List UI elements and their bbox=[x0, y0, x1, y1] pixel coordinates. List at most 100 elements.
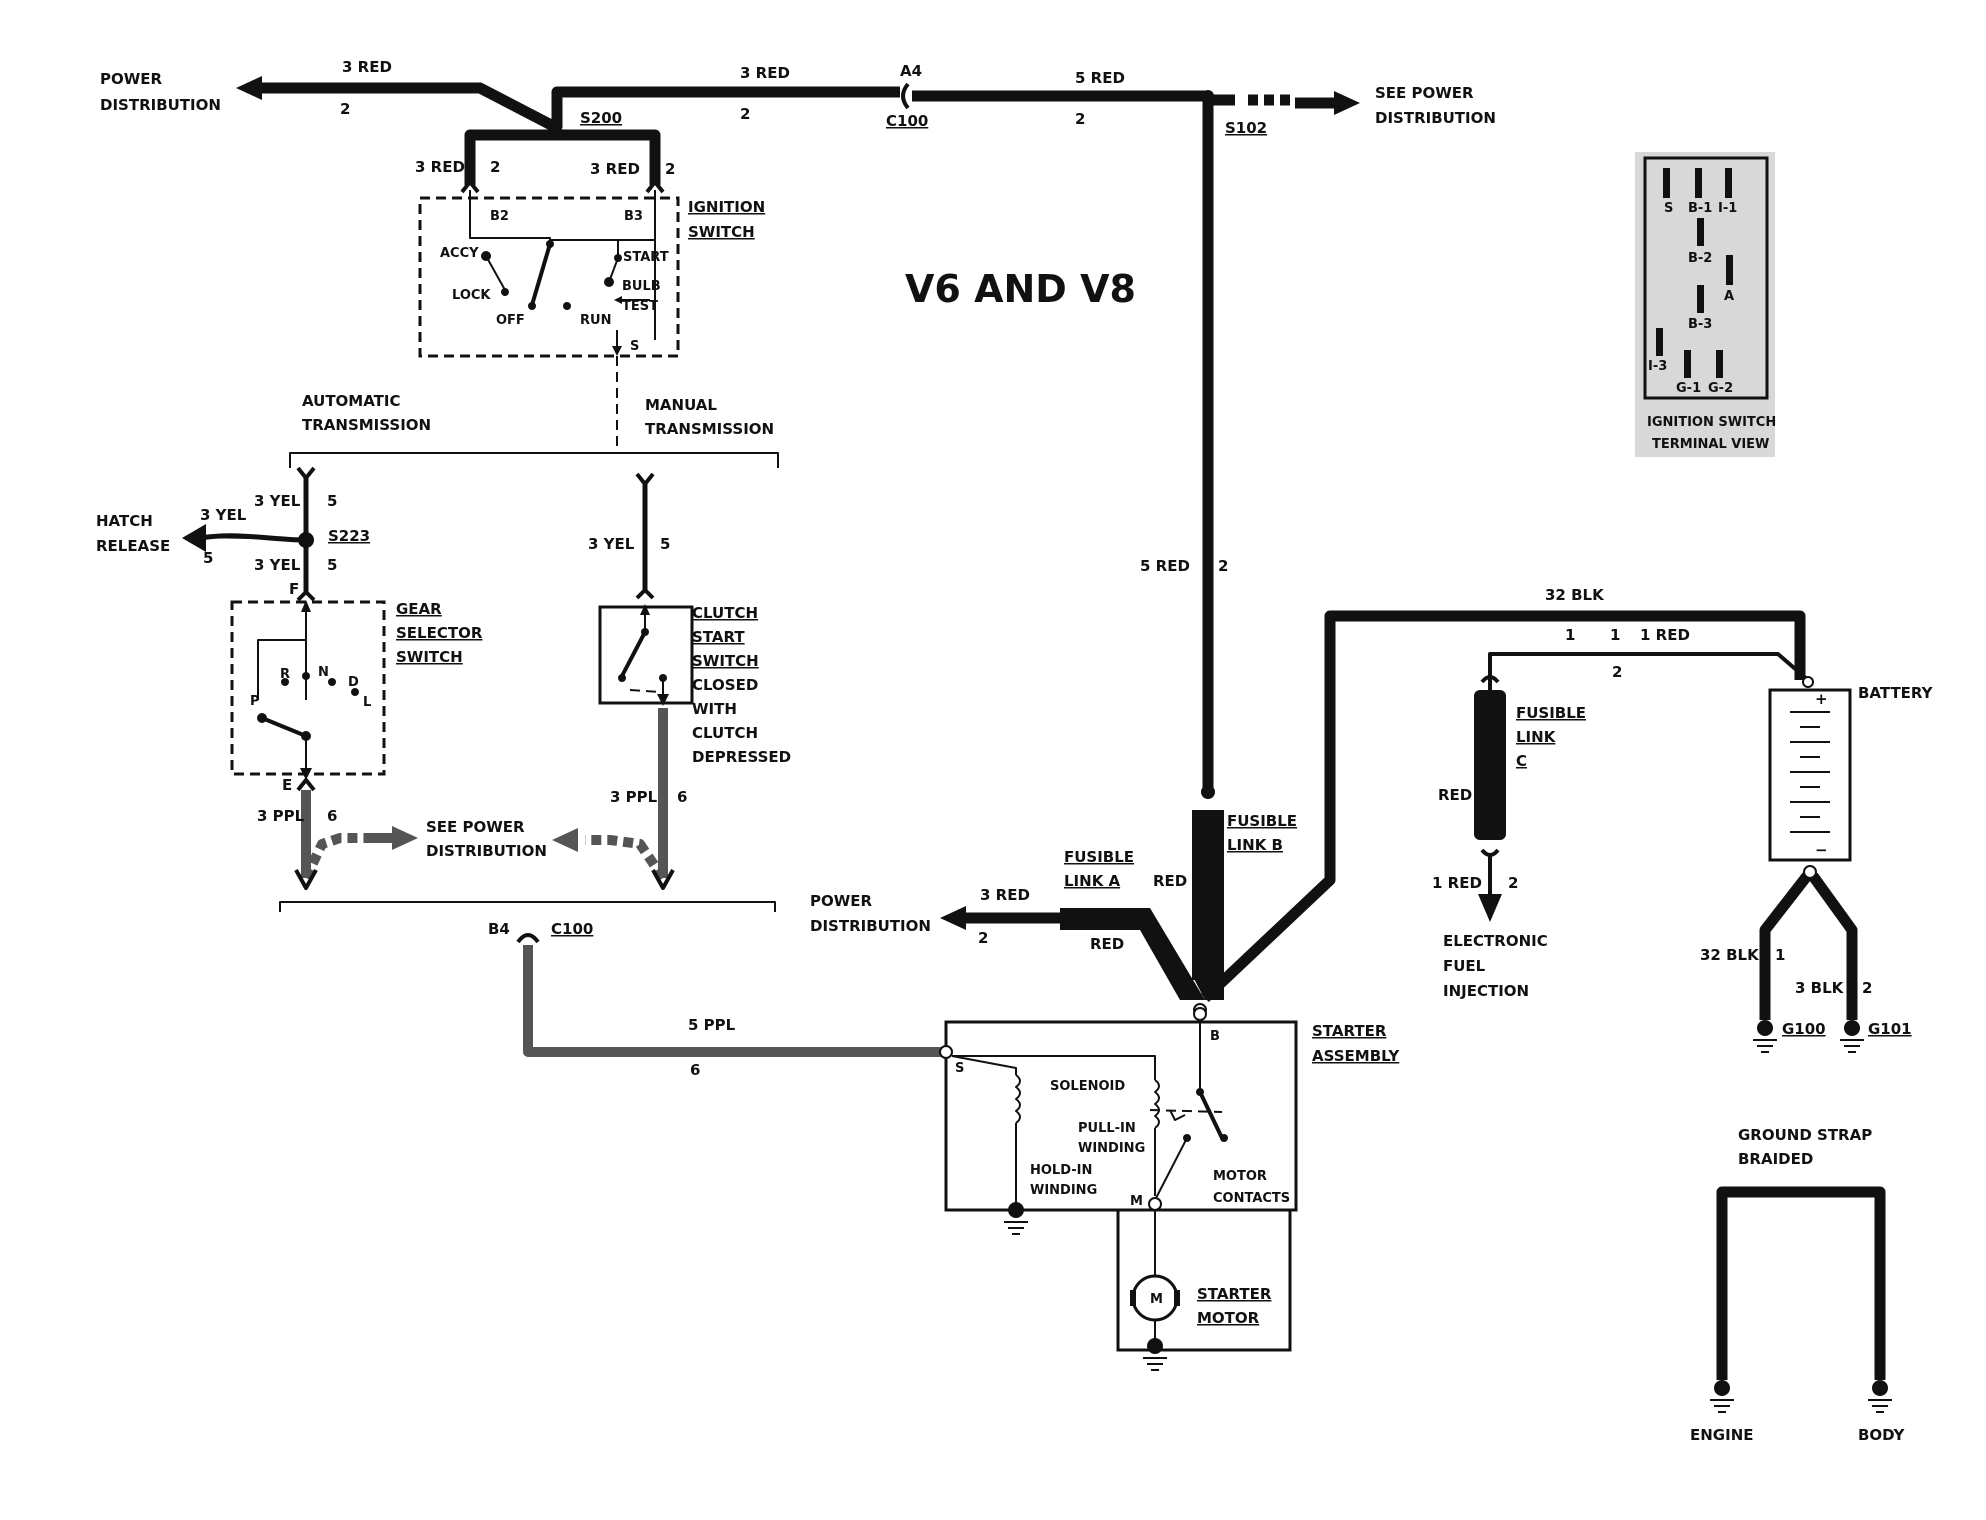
switch-bulb: BULB bbox=[622, 279, 661, 294]
starter-terminal-s: S bbox=[955, 1061, 964, 1076]
wire-w19-label: 3 BLK bbox=[1795, 979, 1845, 997]
switch-s: S bbox=[630, 339, 639, 354]
wire-w11-circuit: 6 bbox=[327, 807, 337, 825]
terminal-i1: I-1 bbox=[1718, 201, 1737, 216]
wire-w7-circuit: 5 bbox=[327, 492, 337, 510]
wire-w10-label: 3 YEL bbox=[588, 535, 635, 553]
ignition-switch-label-2: SWITCH bbox=[688, 223, 755, 241]
starter-terminal-b: B bbox=[1210, 1029, 1220, 1044]
wire-w15-circuit: 1 bbox=[1565, 626, 1575, 644]
wire-w4-circuit: 2 bbox=[490, 158, 500, 176]
ppl-wires bbox=[294, 708, 675, 890]
switch-b3: B3 bbox=[624, 209, 643, 224]
gear-pos-l: L bbox=[363, 695, 371, 710]
switch-lock: LOCK bbox=[452, 288, 491, 303]
wire-w3-circuit: 2 bbox=[1075, 110, 1085, 128]
splice-s223-label: S223 bbox=[328, 527, 370, 545]
battery-positive-terminal-icon bbox=[1802, 676, 1814, 688]
hold-in-winding-icon bbox=[1015, 1074, 1021, 1124]
transmission-merge-bracket bbox=[279, 901, 776, 912]
ignition-rotor bbox=[530, 243, 552, 306]
terminal-g2: G-2 bbox=[1708, 381, 1733, 396]
solenoid-label: SOLENOID bbox=[1050, 1079, 1125, 1094]
hatch-release-arrow-icon bbox=[182, 524, 206, 552]
gear-selector-line1: GEAR bbox=[396, 600, 442, 618]
switch-test: TEST bbox=[622, 299, 658, 314]
arrow-left-icon bbox=[552, 828, 578, 852]
wire-32-blk-battery-to-starter bbox=[1201, 610, 1806, 1002]
ignition-switch-terminal-view bbox=[1635, 152, 1775, 457]
wire-w14-circuit: 2 bbox=[978, 929, 988, 947]
wire-w15-label: 32 BLK bbox=[1545, 586, 1605, 604]
wire-w12-label: 3 PPL bbox=[610, 788, 658, 806]
power-dist-left-line2: DISTRIBUTION bbox=[100, 96, 221, 114]
ground-icon bbox=[1143, 1357, 1167, 1371]
c100-b4-connector-icon bbox=[516, 933, 540, 944]
switch-run: RUN bbox=[580, 313, 611, 328]
switch-b2: B2 bbox=[490, 209, 509, 224]
wire-w16-circuit-c: 2 bbox=[1612, 663, 1622, 681]
hatch-release-line2: RELEASE bbox=[96, 537, 170, 555]
starter-motor-line1: STARTER bbox=[1197, 1285, 1272, 1303]
battery-label: BATTERY bbox=[1858, 684, 1934, 702]
wire-w14-label: 3 RED bbox=[980, 886, 1030, 904]
wire-w18-circuit: 1 bbox=[1775, 946, 1785, 964]
wire-w11-label: 3 PPL bbox=[257, 807, 305, 825]
ground-icon bbox=[1004, 1221, 1028, 1235]
wire-w12-circuit: 6 bbox=[677, 788, 687, 806]
ignition-switch-label-1: IGNITION bbox=[688, 198, 765, 216]
wire-w16-label: 1 RED bbox=[1640, 626, 1690, 644]
battery-circuit bbox=[1474, 652, 1864, 1053]
ground-g100: G100 bbox=[1782, 1020, 1826, 1038]
terminal-i3: I-3 bbox=[1648, 359, 1667, 374]
ground-strap-line1: GROUND STRAP bbox=[1738, 1126, 1872, 1144]
ground-engine: ENGINE bbox=[1690, 1426, 1754, 1444]
gear-selector-line2: SELECTOR bbox=[396, 624, 483, 642]
terminal-b3: B-3 bbox=[1688, 317, 1712, 332]
ground-icon bbox=[1710, 1399, 1734, 1413]
wire-w3-label: 5 RED bbox=[1075, 69, 1125, 87]
auto-trans-line2: TRANSMISSION bbox=[302, 416, 431, 434]
switch-start: START bbox=[623, 250, 669, 265]
wire-to-b2 bbox=[464, 129, 557, 185]
wire-w7-label: 3 YEL bbox=[254, 492, 301, 510]
clutch-note-line4: DEPRESSED bbox=[692, 748, 791, 766]
braided-ground-strap bbox=[1716, 1186, 1886, 1380]
switch-accy: ACCY bbox=[440, 246, 479, 261]
see-power-dist-right-line1: SEE POWER bbox=[1375, 84, 1474, 102]
transmission-option-bracket bbox=[289, 452, 779, 468]
fusible-link-b-line2: LINK B bbox=[1227, 836, 1283, 854]
fusible-links-a-b bbox=[940, 98, 1806, 1017]
gear-pos-e: E bbox=[282, 776, 292, 794]
clutch-note-line2: WITH bbox=[692, 700, 737, 718]
wire-w1-label: 3 RED bbox=[342, 58, 392, 76]
ground-icon bbox=[1868, 1399, 1892, 1413]
hatch-release-line1: HATCH bbox=[96, 512, 153, 530]
arrow-left-icon bbox=[236, 76, 262, 100]
gear-pos-r: R bbox=[280, 667, 290, 682]
gear-selector-line3: SWITCH bbox=[396, 648, 463, 666]
wire-w2-label: 3 RED bbox=[740, 64, 790, 82]
ground-g101: G101 bbox=[1868, 1020, 1912, 1038]
ignition-switch bbox=[418, 180, 680, 452]
starter-assembly-line2: ASSEMBLY bbox=[1312, 1047, 1400, 1065]
connector-c100-top: C100 bbox=[886, 112, 928, 130]
manual-branch bbox=[598, 472, 694, 706]
wire-ppl-to-solenoid bbox=[523, 945, 942, 1057]
wire-to-b3 bbox=[557, 129, 661, 185]
wire-w6-circuit: 2 bbox=[1218, 557, 1228, 575]
connector-b4: B4 bbox=[488, 920, 510, 938]
wire-w13-circuit: 6 bbox=[690, 1061, 700, 1079]
fusible-link-a-line2: LINK A bbox=[1064, 872, 1121, 890]
wire-to-power-distribution-left bbox=[255, 82, 560, 133]
gear-selector-switch-box bbox=[230, 600, 386, 776]
starter-motor-box bbox=[1116, 1208, 1292, 1352]
wire-red-a1: RED bbox=[1153, 872, 1187, 890]
clutch-switch-line1: CLUTCH bbox=[692, 604, 758, 622]
fusible-link-c-line1: FUSIBLE bbox=[1516, 704, 1586, 722]
hold-in-line2: WINDING bbox=[1030, 1183, 1097, 1198]
terminal-g1: G-1 bbox=[1676, 381, 1701, 396]
wire-w17-circuit: 2 bbox=[1508, 874, 1518, 892]
wire-w9-circuit: 5 bbox=[203, 549, 213, 567]
clutch-note-line1: CLOSED bbox=[692, 676, 758, 694]
